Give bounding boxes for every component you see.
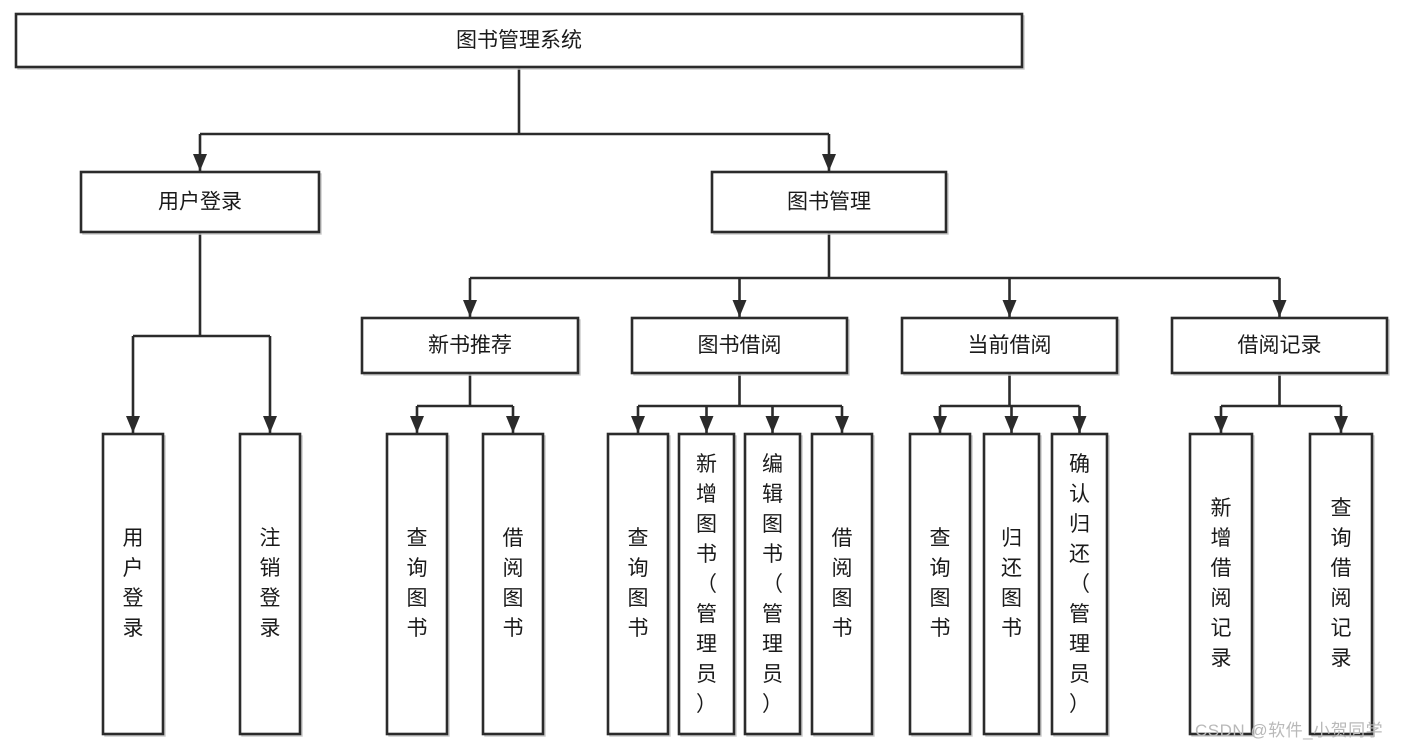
node-leaf-0[interactable]: 用户登录 [101, 432, 166, 737]
node-leaf-12[interactable]: 查询借阅记录 [1308, 432, 1375, 737]
node-leaf-6[interactable]: 编辑图书（管理员） [743, 432, 803, 737]
node-l3-2[interactable]: 当前借阅 [900, 316, 1120, 376]
node-box[interactable] [810, 432, 874, 736]
arrow-head-icon [933, 416, 947, 433]
node-label: 借阅图书 [832, 527, 853, 640]
node-label: 图书借阅 [698, 334, 782, 357]
node-leaf-9[interactable]: 归还图书 [982, 432, 1042, 737]
node-label: 借阅图书 [503, 527, 524, 640]
node-leaf-4[interactable]: 查询图书 [606, 432, 671, 737]
node-l2-0[interactable]: 用户登录 [79, 170, 322, 235]
node-l3-3[interactable]: 借阅记录 [1170, 316, 1390, 376]
connector-layer [126, 67, 1348, 433]
node-root-0[interactable]: 图书管理系统 [14, 12, 1025, 70]
arrow-head-icon [1214, 416, 1228, 433]
arrow-head-icon [506, 416, 520, 433]
node-box[interactable] [385, 432, 449, 736]
arrow-head-icon [1004, 416, 1019, 433]
node-label: 用户登录 [158, 191, 242, 214]
node-leaf-11[interactable]: 新增借阅记录 [1188, 432, 1255, 737]
arrow-head-icon [1002, 300, 1017, 317]
node-box[interactable] [481, 432, 545, 736]
node-label: 查询图书 [407, 527, 428, 640]
node-label: 归还图书 [1001, 527, 1022, 640]
arrow-head-icon [463, 300, 477, 317]
node-label: 查询借阅记录 [1331, 497, 1352, 670]
node-leaf-10[interactable]: 确认归还（管理员） [1050, 432, 1110, 737]
node-label: 用户登录 [123, 527, 144, 640]
node-label: 图书管理 [787, 191, 871, 214]
arrow-head-icon [1334, 416, 1348, 433]
arrow-head-icon [765, 416, 780, 433]
node-box[interactable] [1170, 316, 1389, 375]
arrow-head-icon [1072, 416, 1087, 433]
node-leaf-3[interactable]: 借阅图书 [481, 432, 546, 737]
node-label: 查询图书 [930, 527, 951, 640]
node-label: 新增借阅记录 [1211, 497, 1232, 670]
node-box[interactable] [1050, 432, 1109, 736]
node-box[interactable] [1188, 432, 1254, 736]
node-box[interactable] [1308, 432, 1374, 736]
node-leaf-2[interactable]: 查询图书 [385, 432, 450, 737]
node-box[interactable] [360, 316, 580, 375]
node-box[interactable] [743, 432, 802, 736]
node-box[interactable] [101, 432, 165, 736]
arrow-head-icon [699, 416, 714, 433]
node-box[interactable] [79, 170, 321, 234]
node-leaf-8[interactable]: 查询图书 [908, 432, 973, 737]
node-l2-1[interactable]: 图书管理 [710, 170, 949, 235]
node-box[interactable] [238, 432, 302, 736]
node-l3-0[interactable]: 新书推荐 [360, 316, 581, 376]
arrow-head-icon [1272, 300, 1287, 317]
node-box[interactable] [710, 170, 948, 234]
node-box[interactable] [982, 432, 1041, 736]
node-label: 借阅记录 [1238, 334, 1322, 357]
node-box[interactable] [900, 316, 1119, 375]
node-box[interactable] [908, 432, 972, 736]
arrow-head-icon [410, 416, 424, 433]
node-label: 注销登录 [260, 527, 281, 640]
arrow-head-icon [822, 154, 836, 171]
node-box[interactable] [606, 432, 670, 736]
node-box[interactable] [14, 12, 1024, 69]
node-l3-1[interactable]: 图书借阅 [630, 316, 850, 376]
node-label: 图书管理系统 [456, 29, 582, 52]
arrow-head-icon [732, 300, 747, 317]
node-box[interactable] [630, 316, 849, 375]
node-leaf-1[interactable]: 注销登录 [238, 432, 303, 737]
node-label: 查询图书 [628, 527, 649, 640]
node-leaf-7[interactable]: 借阅图书 [810, 432, 875, 737]
arrow-head-icon [631, 416, 645, 433]
arrow-head-icon [193, 154, 207, 171]
arrow-head-icon [835, 416, 849, 433]
node-label: 新增图书（管理员） [696, 453, 717, 716]
arrow-head-icon [263, 416, 277, 433]
node-layer: 图书管理系统用户登录图书管理新书推荐图书借阅当前借阅借阅记录用户登录注销登录查询… [14, 12, 1390, 737]
arrow-head-icon [126, 416, 140, 433]
node-leaf-5[interactable]: 新增图书（管理员） [677, 432, 737, 737]
node-label: 确认归还（管理员） [1069, 453, 1090, 716]
node-label: 编辑图书（管理员） [762, 453, 783, 716]
node-label: 新书推荐 [428, 334, 512, 357]
node-box[interactable] [677, 432, 736, 736]
node-label: 当前借阅 [968, 334, 1052, 357]
